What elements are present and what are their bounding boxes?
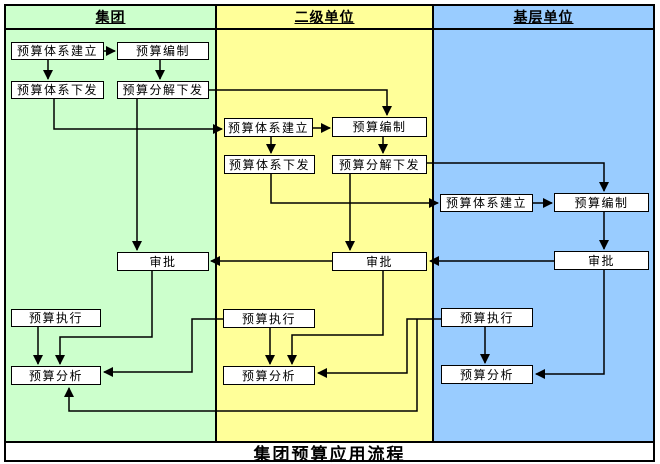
lane-title-secondary: 二级单位 — [294, 9, 355, 25]
lane-title-group: 集团 — [95, 9, 126, 25]
lane-separator-2 — [432, 6, 434, 441]
outer-frame — [4, 4, 655, 462]
lanes-bottom-line — [6, 441, 653, 443]
node-base-budget-analysis: 预算分析 — [441, 365, 533, 384]
node-base-budget-system-setup: 预算体系建立 — [440, 194, 533, 212]
node-base-approval: 审批 — [554, 251, 649, 270]
lane-separator-1 — [215, 6, 217, 441]
node-secondary-budget-analysis: 预算分析 — [223, 366, 315, 385]
node-secondary-budget-execution: 预算执行 — [223, 309, 315, 328]
node-secondary-breakdown-issuance: 预算分解下发 — [332, 155, 427, 174]
node-group-budget-system-setup: 预算体系建立 — [11, 42, 104, 60]
header-divider-line — [6, 28, 653, 30]
node-group-budget-analysis: 预算分析 — [11, 366, 101, 385]
node-group-budget-preparation: 预算编制 — [117, 42, 209, 60]
node-group-approval: 审批 — [117, 252, 209, 271]
node-group-system-issuance: 预算体系下发 — [11, 81, 104, 99]
node-secondary-budget-preparation: 预算编制 — [332, 117, 427, 137]
node-secondary-budget-system-setup: 预算体系建立 — [224, 118, 313, 137]
node-group-budget-execution: 预算执行 — [11, 309, 101, 327]
node-group-breakdown-issuance: 预算分解下发 — [117, 81, 209, 99]
lane-title-base: 基层单位 — [513, 9, 574, 25]
node-secondary-approval: 审批 — [332, 252, 427, 271]
diagram-title: 集团预算应用流程 — [253, 444, 406, 464]
node-base-budget-execution: 预算执行 — [441, 308, 533, 327]
node-base-budget-preparation: 预算编制 — [554, 193, 649, 212]
node-secondary-system-issuance: 预算体系下发 — [224, 155, 315, 174]
